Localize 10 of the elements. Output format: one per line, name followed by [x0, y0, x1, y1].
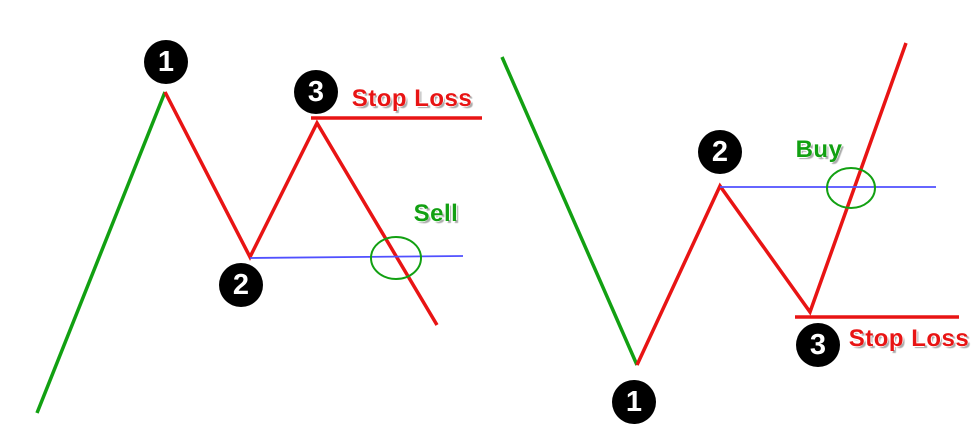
- level-label: Stop Loss: [848, 327, 970, 351]
- signal-label: Buy: [796, 138, 842, 162]
- callout-number: 1: [612, 380, 656, 424]
- callout-number: 2: [219, 263, 263, 307]
- level-label: Stop Loss: [352, 87, 472, 111]
- callout-number: 3: [796, 323, 840, 367]
- callout-number: 3: [294, 70, 338, 114]
- signal-label: Sell: [414, 202, 458, 226]
- callout-number: 2: [698, 130, 742, 174]
- callout-number: 1: [144, 40, 188, 84]
